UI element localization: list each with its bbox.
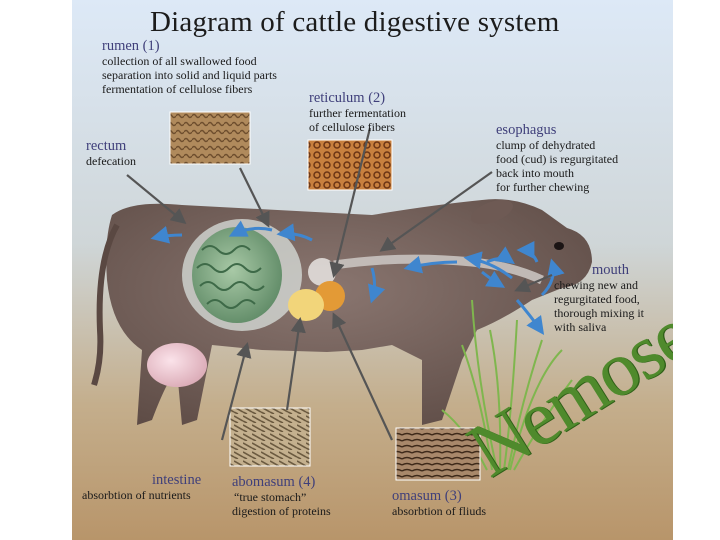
label-reticulum: reticulum (2) further fermentation of ce…	[309, 90, 406, 134]
mouth-heading: mouth	[592, 262, 630, 278]
esophagus-line: food (cud) is regurgitated	[496, 152, 619, 166]
cattle-illustration	[72, 0, 673, 540]
label-intestine: intestine absorbtion of nutrients	[82, 472, 201, 502]
diagram-panel: Diagram of cattle digestive system rumen…	[72, 0, 673, 540]
omasum-heading: omasum (3)	[392, 488, 462, 504]
mouth-line: with saliva	[554, 320, 607, 334]
rumen-line: separation into solid and liquid parts	[102, 68, 277, 82]
esophagus-heading: esophagus	[496, 122, 557, 138]
intestine-line: absorbtion of nutrients	[82, 488, 191, 502]
page-title: Diagram of cattle digestive system	[150, 6, 560, 38]
mouth-line: regurgitated food,	[554, 292, 640, 306]
rumen-line: collection of all swallowed food	[102, 54, 257, 68]
abomasum-line: “true stomach”	[234, 490, 307, 504]
esophagus-line: back into mouth	[496, 166, 574, 180]
rumen-line: fermentation of cellulose fibers	[102, 82, 253, 96]
rectum-heading: rectum	[86, 138, 127, 154]
label-rumen: rumen (1) collection of all swallowed fo…	[102, 38, 277, 96]
esophagus-line: for further chewing	[496, 180, 590, 194]
intestine-heading: intestine	[152, 472, 202, 488]
label-esophagus: esophagus clump of dehydrated food (cud)…	[496, 122, 618, 194]
mouth-line: chewing new and	[554, 278, 638, 292]
omasum-line: absorbtion of fliuds	[392, 504, 486, 518]
reticulum-line: further fermentation	[309, 106, 406, 120]
esophagus-line: clump of dehydrated	[496, 138, 596, 152]
rectum-line: defecation	[86, 154, 136, 168]
reticulum-line: of cellulose fibers	[309, 120, 395, 134]
mouth-line: thorough mixing it	[554, 306, 644, 320]
reticulum-heading: reticulum (2)	[309, 90, 386, 106]
abomasum-line: digestion of proteins	[232, 504, 331, 518]
label-omasum: omasum (3) absorbtion of fliuds	[392, 488, 486, 518]
abomasum-heading: abomasum (4)	[232, 474, 316, 490]
label-rectum: rectum defecation	[86, 138, 136, 168]
label-abomasum: abomasum (4) “true stomach” digestion of…	[232, 474, 331, 518]
label-mouth: mouth chewing new and regurgitated food,…	[554, 262, 644, 334]
rumen-heading: rumen (1)	[102, 38, 160, 54]
